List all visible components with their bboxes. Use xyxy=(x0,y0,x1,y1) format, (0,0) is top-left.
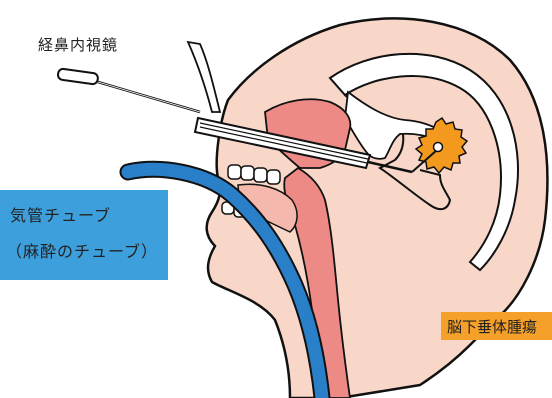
tooth xyxy=(267,170,280,184)
tumor-probe-tip xyxy=(434,143,443,152)
endoscope-handle xyxy=(57,68,98,84)
tumor-label: 脳下垂体腫瘍 xyxy=(447,316,537,337)
tooth xyxy=(254,168,267,182)
tracheal-tube-sublabel: （麻酔のチューブ） xyxy=(6,238,158,262)
speculum-arm xyxy=(188,42,220,112)
tumor-label-box: 脳下垂体腫瘍 xyxy=(441,312,552,340)
endoscope-label: 経鼻内視鏡 xyxy=(38,34,118,55)
endoscope-cable-inner xyxy=(98,82,200,112)
tooth xyxy=(228,165,241,179)
tracheal-tube-label: 気管チューブ xyxy=(10,202,111,226)
tooth xyxy=(241,166,254,180)
